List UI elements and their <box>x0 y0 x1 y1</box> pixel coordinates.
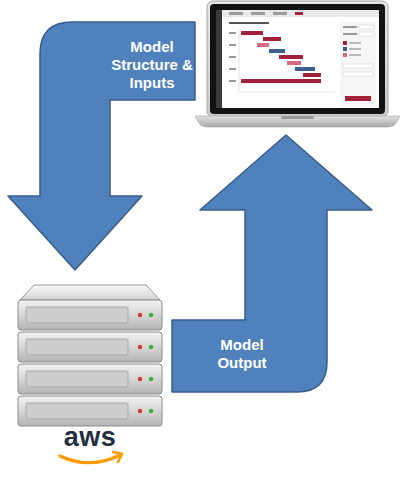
bent-block-arrow <box>172 135 372 392</box>
arrow-label: Model Output <box>202 336 282 372</box>
laptop-illustration <box>195 0 400 128</box>
arrow-label: Model Structure & Inputs <box>97 38 207 92</box>
server-node: aws <box>10 282 170 474</box>
logo-text: aws <box>10 422 170 452</box>
